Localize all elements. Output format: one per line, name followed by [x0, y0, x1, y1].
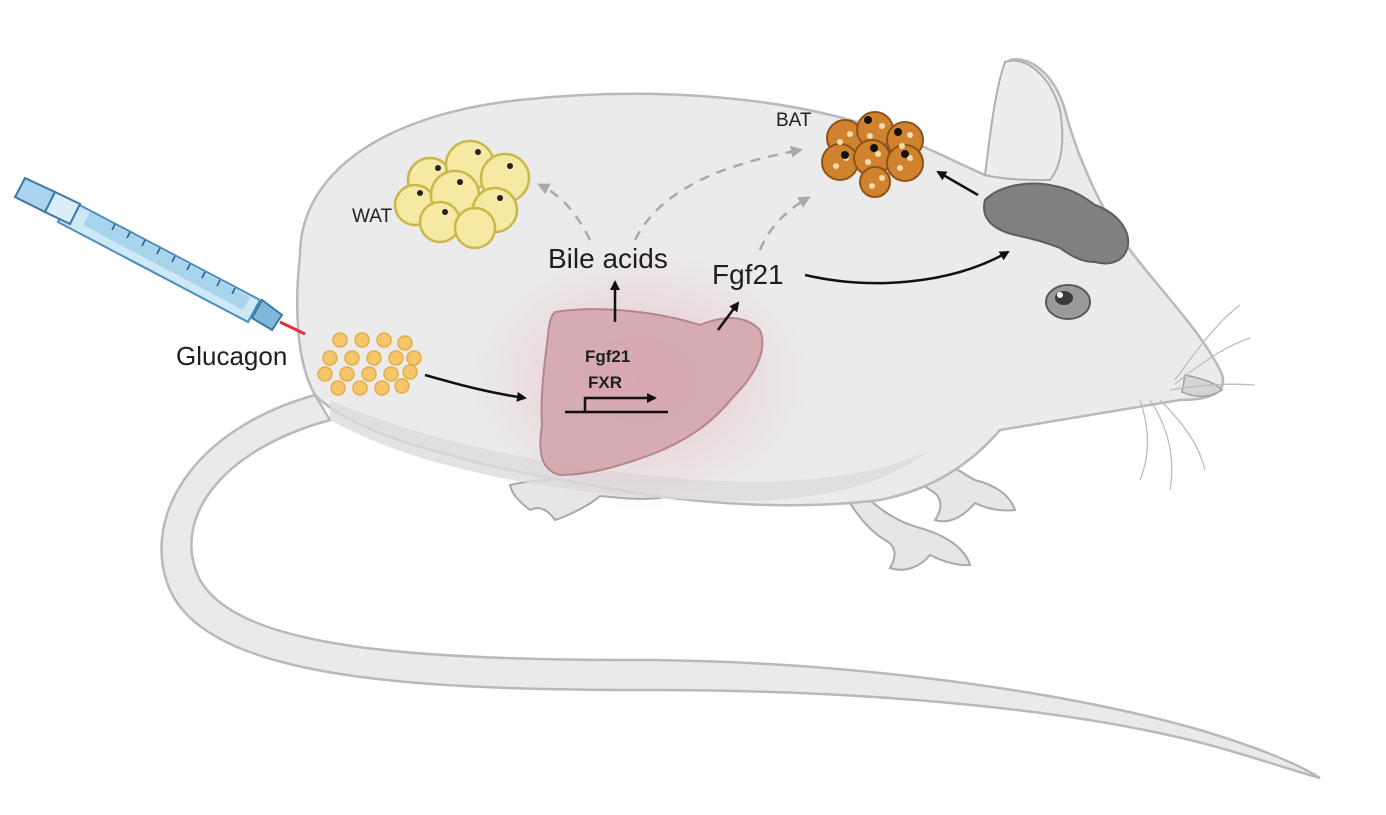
label-liver-fgf21: Fgf21 — [585, 347, 630, 366]
wat-cluster — [393, 139, 531, 250]
wat-nuclei — [417, 149, 513, 215]
dashed-arrow-bile-to-wat — [537, 183, 592, 241]
bat-nuclei — [841, 116, 909, 159]
mouse-whiskers — [1139, 304, 1256, 491]
label-liver-fxr: FXR — [588, 373, 622, 392]
bat-droplets — [833, 123, 913, 189]
bat-cluster — [821, 111, 924, 198]
gene-promoter — [565, 393, 668, 414]
arrow-fgf21-to-brain — [804, 250, 1010, 285]
brain-icon — [983, 182, 1130, 265]
mouse-tail — [160, 393, 1321, 780]
arrow-glucagon-to-liver — [424, 373, 527, 402]
syringe-icon — [13, 176, 306, 336]
label-bile-acids: Bile acids — [548, 243, 668, 274]
arrow-liver-to-fgf21 — [716, 301, 740, 331]
label-wat: WAT — [352, 206, 392, 227]
label-glucagon: Glucagon — [176, 341, 287, 371]
mouse-front-leg-2 — [838, 467, 972, 571]
dashed-arrow-bile-to-bat — [633, 145, 803, 241]
glucagon-cluster — [317, 332, 422, 396]
liver-icon — [539, 308, 764, 477]
label-fgf21-secreted: Fgf21 — [712, 259, 784, 290]
arrow-brain-to-bat — [936, 170, 979, 197]
mouse-ear — [983, 59, 1064, 182]
dashed-arrow-fgf21-to-bat — [758, 196, 811, 251]
label-bat: BAT — [776, 110, 812, 131]
mouse-eye-glint — [1057, 292, 1063, 298]
